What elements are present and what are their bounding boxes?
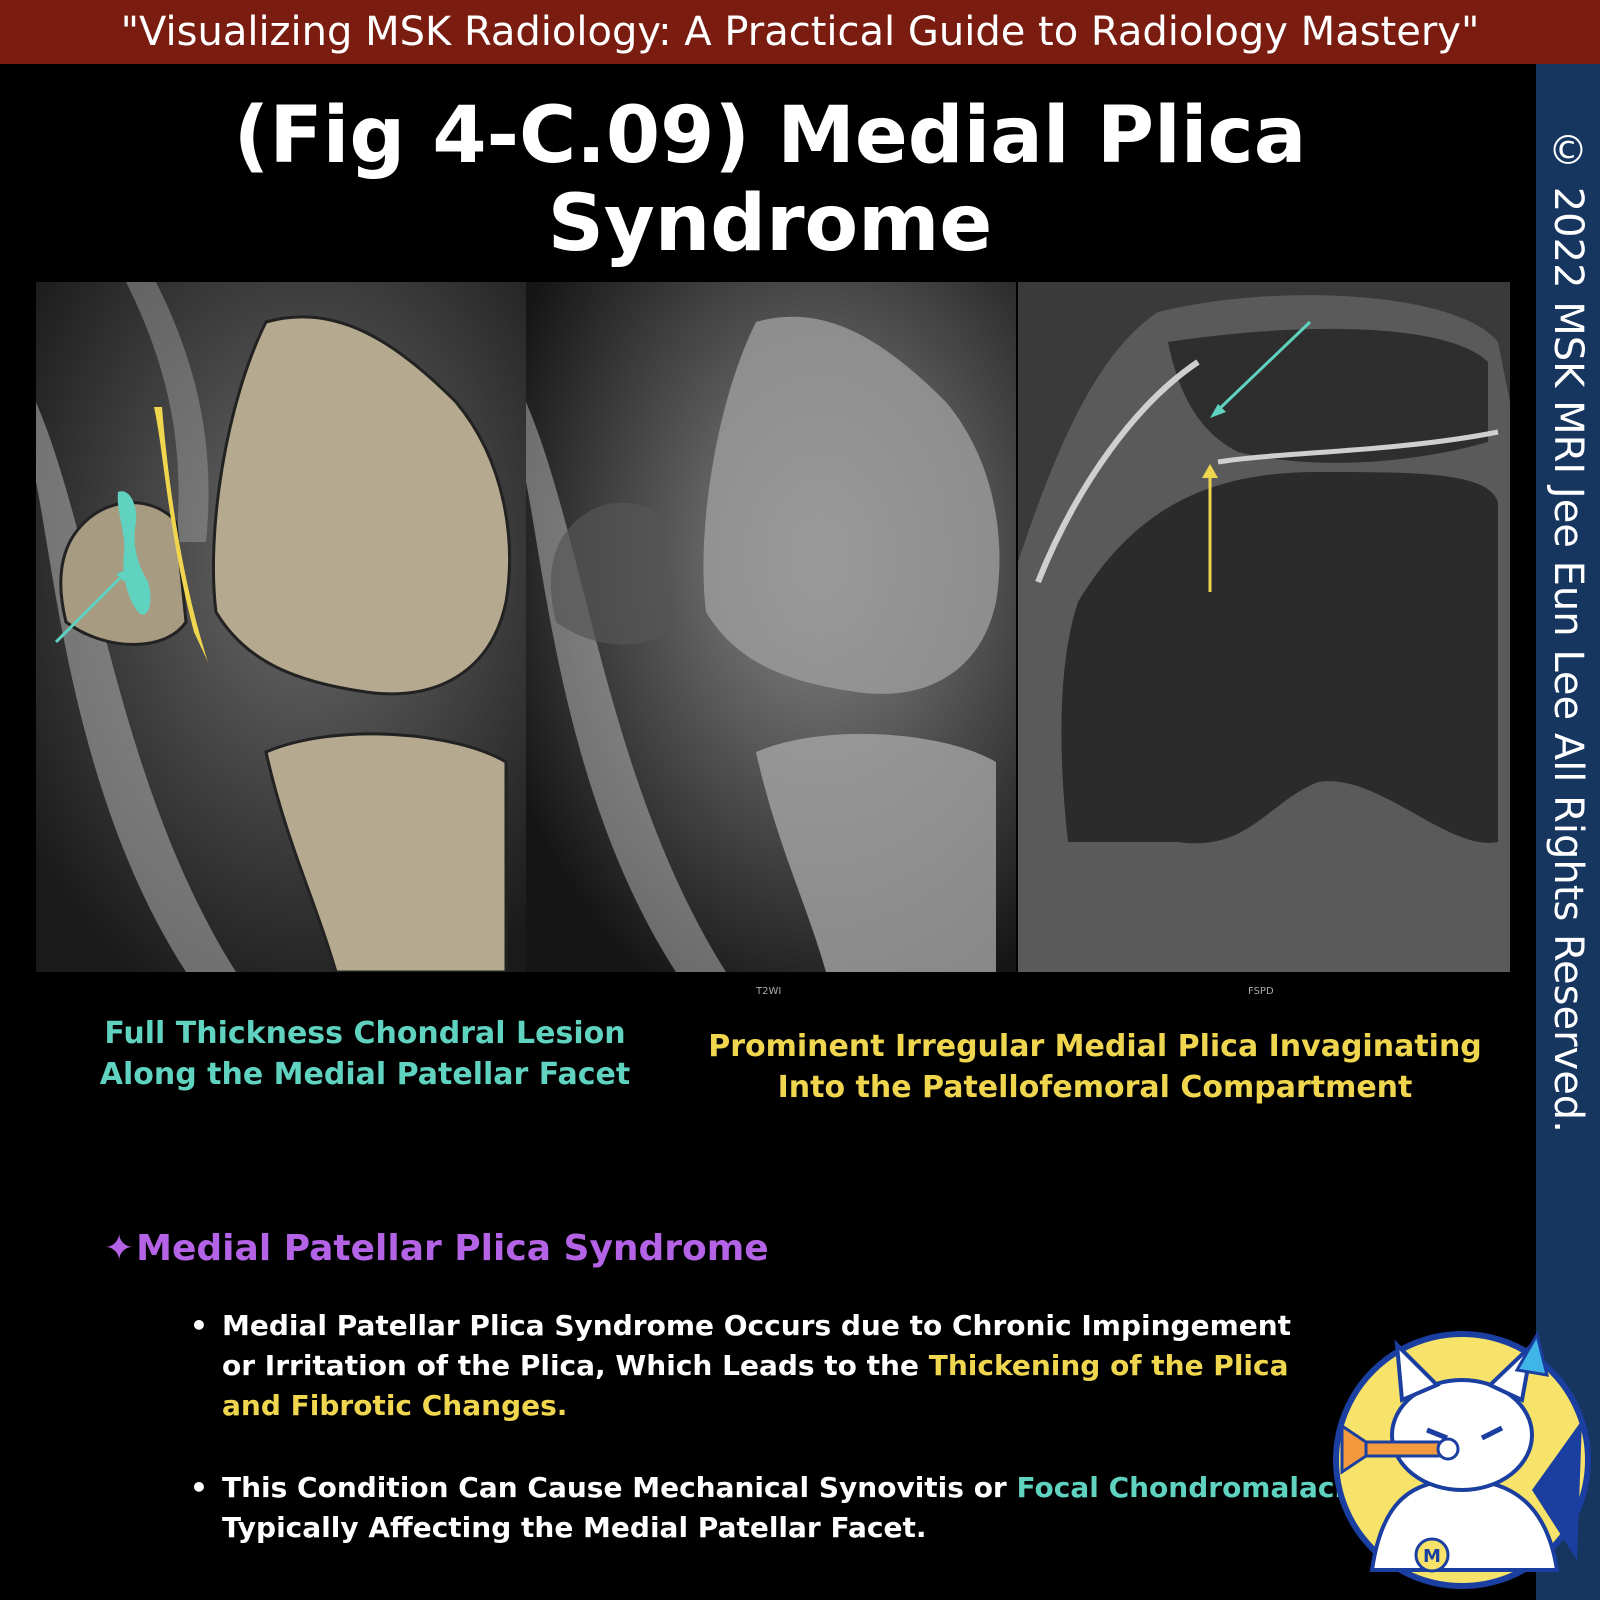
sparkle-icon: ✦: [104, 1228, 135, 1269]
bullet-list: • Medial Patellar Plica Syndrome Occurs …: [186, 1306, 1416, 1590]
mascot-badge: M: [1423, 1546, 1441, 1567]
bullet-1-line-2: or Irritation of the Plica, Which Leads …: [222, 1346, 1416, 1386]
bullet-2-text: This Condition Can Cause Mechanical Syno…: [222, 1471, 1017, 1504]
bullet-item-1: • Medial Patellar Plica Syndrome Occurs …: [186, 1306, 1416, 1426]
banner-title: "Visualizing MSK Radiology: A Practical …: [120, 9, 1480, 55]
section-heading-text: Medial Patellar Plica Syndrome: [136, 1228, 769, 1269]
top-banner: [0, 0, 1600, 64]
bullet-item-2: • This Condition Can Cause Mechanical Sy…: [186, 1468, 1416, 1548]
teal-arrow-left: [54, 572, 126, 644]
chondral-lesion-marker: [117, 491, 151, 615]
bullet-marker: •: [190, 1309, 208, 1342]
bullet-1-text: or Irritation of the Plica, Which Leads …: [222, 1349, 929, 1382]
figure-title: (Fig 4-C.09) Medial Plica Syndrome: [233, 91, 1307, 269]
mri-image-annotated: [36, 282, 526, 972]
bullet-marker: •: [190, 1471, 208, 1504]
bullet-2-line-1: This Condition Can Cause Mechanical Syno…: [222, 1468, 1416, 1508]
femur-shape: [211, 315, 511, 696]
copyright-text: © 2022 MSK MRI Jee Eun Lee All Rights Re…: [1545, 128, 1591, 1133]
highlight-thickening: Thickening of the Plica: [928, 1349, 1289, 1382]
copyright-sidebar: [1536, 64, 1600, 1600]
section-heading: ✦Medial Patellar Plica Syndrome: [104, 1228, 769, 1269]
highlight-fibrotic: and Fibrotic Changes.: [222, 1389, 568, 1422]
teal-arrow-right: [1214, 320, 1312, 414]
sequence-label-t2wi: T2WI: [756, 986, 782, 997]
sequence-label-fspd: FSPD: [1248, 986, 1274, 997]
caption-chondral-lesion: Full Thickness Chondral Lesion Along the…: [99, 1016, 631, 1092]
plica-marker: [154, 407, 208, 662]
tibia-shape: [264, 732, 508, 972]
caption-medial-plica: Prominent Irregular Medial Plica Invagin…: [708, 1029, 1482, 1105]
mri-image-fspd: [1018, 282, 1510, 972]
bullet-1-line-1: Medial Patellar Plica Syndrome Occurs du…: [222, 1309, 1292, 1342]
bullet-2-line-2: Typically Affecting the Medial Patellar …: [222, 1511, 927, 1544]
cat-mascot-trumpet-icon: M: [1332, 1330, 1592, 1590]
highlight-chondromalacia: Focal Chondromalacia,: [1016, 1471, 1374, 1504]
mri-image-t2wi: [526, 282, 1016, 972]
